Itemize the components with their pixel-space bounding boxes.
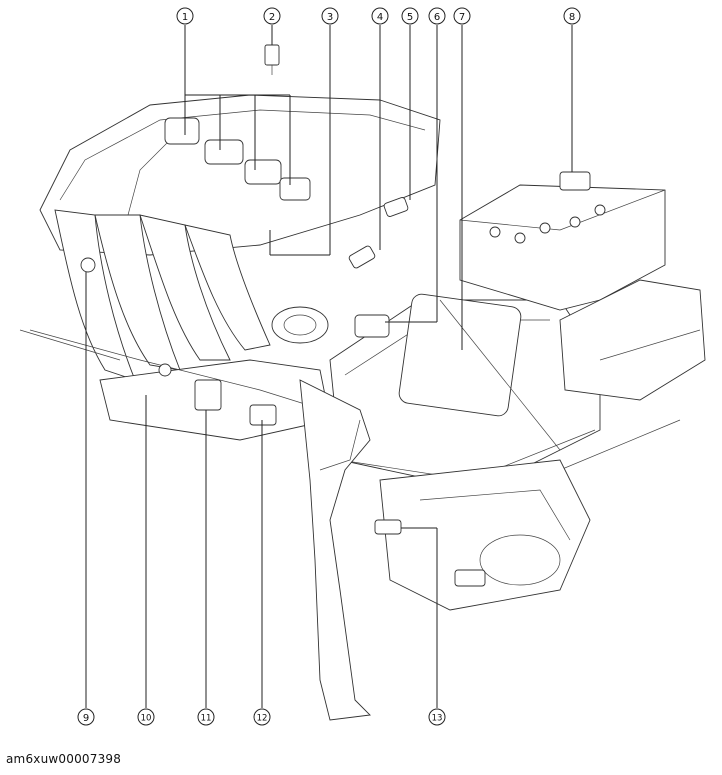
callout-2-label: 2 — [269, 12, 275, 23]
callout-8-label: 8 — [569, 12, 575, 23]
callout-2: 2 — [263, 7, 281, 25]
figure-caption: am6xuw00007398 — [6, 752, 122, 766]
engine-compartment-diagram: 1 2 3 4 5 6 7 8 9 10 11 12 — [19, 7, 706, 726]
callout-1-label: 1 — [182, 12, 188, 23]
callout-13: 13 — [428, 708, 446, 726]
callout-3-label: 3 — [327, 12, 333, 23]
callout-9: 9 — [77, 708, 95, 726]
leader-lines — [85, 25, 573, 708]
callout-12-label: 12 — [257, 714, 268, 724]
callout-5-label: 5 — [407, 12, 413, 23]
callout-4: 4 — [371, 7, 389, 25]
callout-10: 10 — [137, 708, 155, 726]
callout-9-label: 9 — [83, 713, 89, 724]
callout-5: 5 — [401, 7, 419, 25]
callout-7: 7 — [453, 7, 471, 25]
callout-3: 3 — [321, 7, 339, 25]
engine-illustration — [19, 44, 706, 721]
callout-1: 1 — [176, 7, 194, 25]
callout-10-label: 10 — [141, 714, 152, 724]
callout-8: 8 — [563, 7, 581, 25]
callout-6-label: 6 — [434, 12, 440, 23]
callout-7-label: 7 — [459, 12, 465, 23]
callout-12: 12 — [253, 708, 271, 726]
callout-11: 11 — [197, 708, 215, 726]
callout-13-label: 13 — [432, 714, 443, 724]
callout-6: 6 — [428, 7, 446, 25]
callout-11-label: 11 — [201, 714, 212, 724]
callout-4-label: 4 — [377, 12, 383, 23]
